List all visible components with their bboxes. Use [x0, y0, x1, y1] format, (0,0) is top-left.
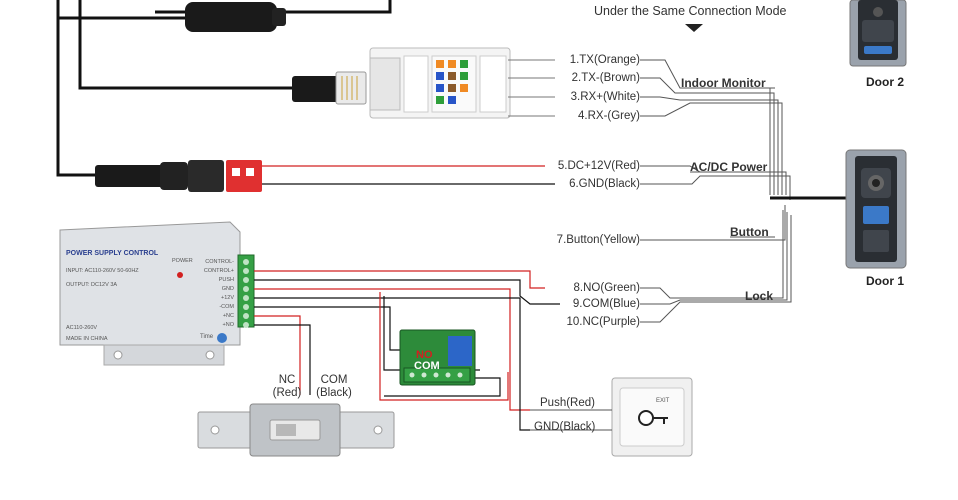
door2-label: Door 2 [866, 75, 905, 89]
power-supply-terminals [237, 254, 255, 328]
lock-com-color: (Black) [316, 387, 352, 399]
keystone-jack [369, 47, 511, 119]
ps-terminal-7: +NC [222, 313, 234, 319]
lock-nc-color: (Red) [272, 387, 302, 399]
wire-label-2: 2.TX-(Brown) [571, 72, 640, 84]
ps-terminal-8: +NO [222, 322, 234, 328]
ps-terminal-6: -COM [219, 304, 234, 310]
ps-title: POWER SUPPLY CONTROL [66, 250, 159, 257]
wire-label-4: 4.RX-(Grey) [578, 110, 640, 122]
down-arrow-icon [685, 24, 703, 32]
ps-terminal-3: PUSH [218, 277, 234, 283]
exit-button-wires [530, 409, 612, 431]
exit-gnd-label: GND(Black) [534, 421, 596, 433]
ps-wires [254, 270, 560, 431]
ps-terminal-5: +12V [221, 295, 234, 301]
indoor-monitor-header: Indoor Monitor [681, 76, 766, 90]
lock-nc-label: NC (Red) [270, 374, 304, 400]
cable-sleeve [185, 2, 286, 32]
ps-voltage: AC110-260V [66, 325, 98, 331]
door2-station [849, 0, 907, 67]
relay-module [399, 329, 476, 386]
wire-label-9: 9.COM(Blue) [572, 298, 640, 310]
ps-time: Time [200, 334, 214, 340]
wire-label-3: 3.RX+(White) [570, 91, 640, 103]
wire-label-10: 10.NC(Purple) [566, 316, 641, 328]
power-supply-box [59, 221, 241, 366]
ps-output: OUTPUT: DC12V 3A [66, 282, 118, 288]
lock-nc-text: NC [278, 374, 296, 386]
power-wires [262, 165, 555, 185]
wire-label-8: 8.NO(Green) [573, 282, 640, 294]
bundle-lines [640, 59, 792, 323]
wire-label-5: 5.DC+12V(Red) [557, 160, 640, 172]
exit-button [611, 377, 693, 457]
door1-station [845, 149, 907, 269]
indoor-monitor-wires [508, 59, 555, 117]
relay-com-label: COM [414, 360, 440, 372]
lock-header: Lock [745, 289, 774, 303]
connection-mode-text: Under the Same Connection Mode [594, 4, 787, 18]
ps-origin: MADE IN CHINA [66, 336, 108, 342]
ps-power-led: POWER [172, 258, 193, 264]
dc-jack-plug [95, 160, 262, 192]
ps-terminal-1: CONTROL- [205, 259, 234, 265]
ps-terminal-4: GND [221, 286, 234, 292]
wire-label-6: 6.GND(Black) [569, 178, 640, 190]
rj45-plug [292, 71, 367, 105]
wire-label-1: 1.TX(Orange) [569, 54, 640, 66]
electric-lock [197, 403, 395, 457]
group-underlines [680, 87, 775, 301]
lock-com-text: COM [320, 374, 348, 386]
exit-plate-text: EXIT [656, 398, 670, 404]
ps-input: INPUT: AC110-260V 50-60HZ [66, 268, 139, 274]
door1-label: Door 1 [866, 274, 905, 288]
button-header: Button [730, 225, 769, 239]
lock-com-label: COM (Black) [312, 374, 356, 400]
relay-no-label: NO [416, 349, 433, 361]
ps-terminal-2: CONTROL+ [203, 268, 234, 274]
wire-label-7: 7.Button(Yellow) [556, 234, 640, 246]
acdc-power-header: AC/DC Power [690, 160, 768, 174]
exit-push-label: Push(Red) [540, 397, 595, 409]
